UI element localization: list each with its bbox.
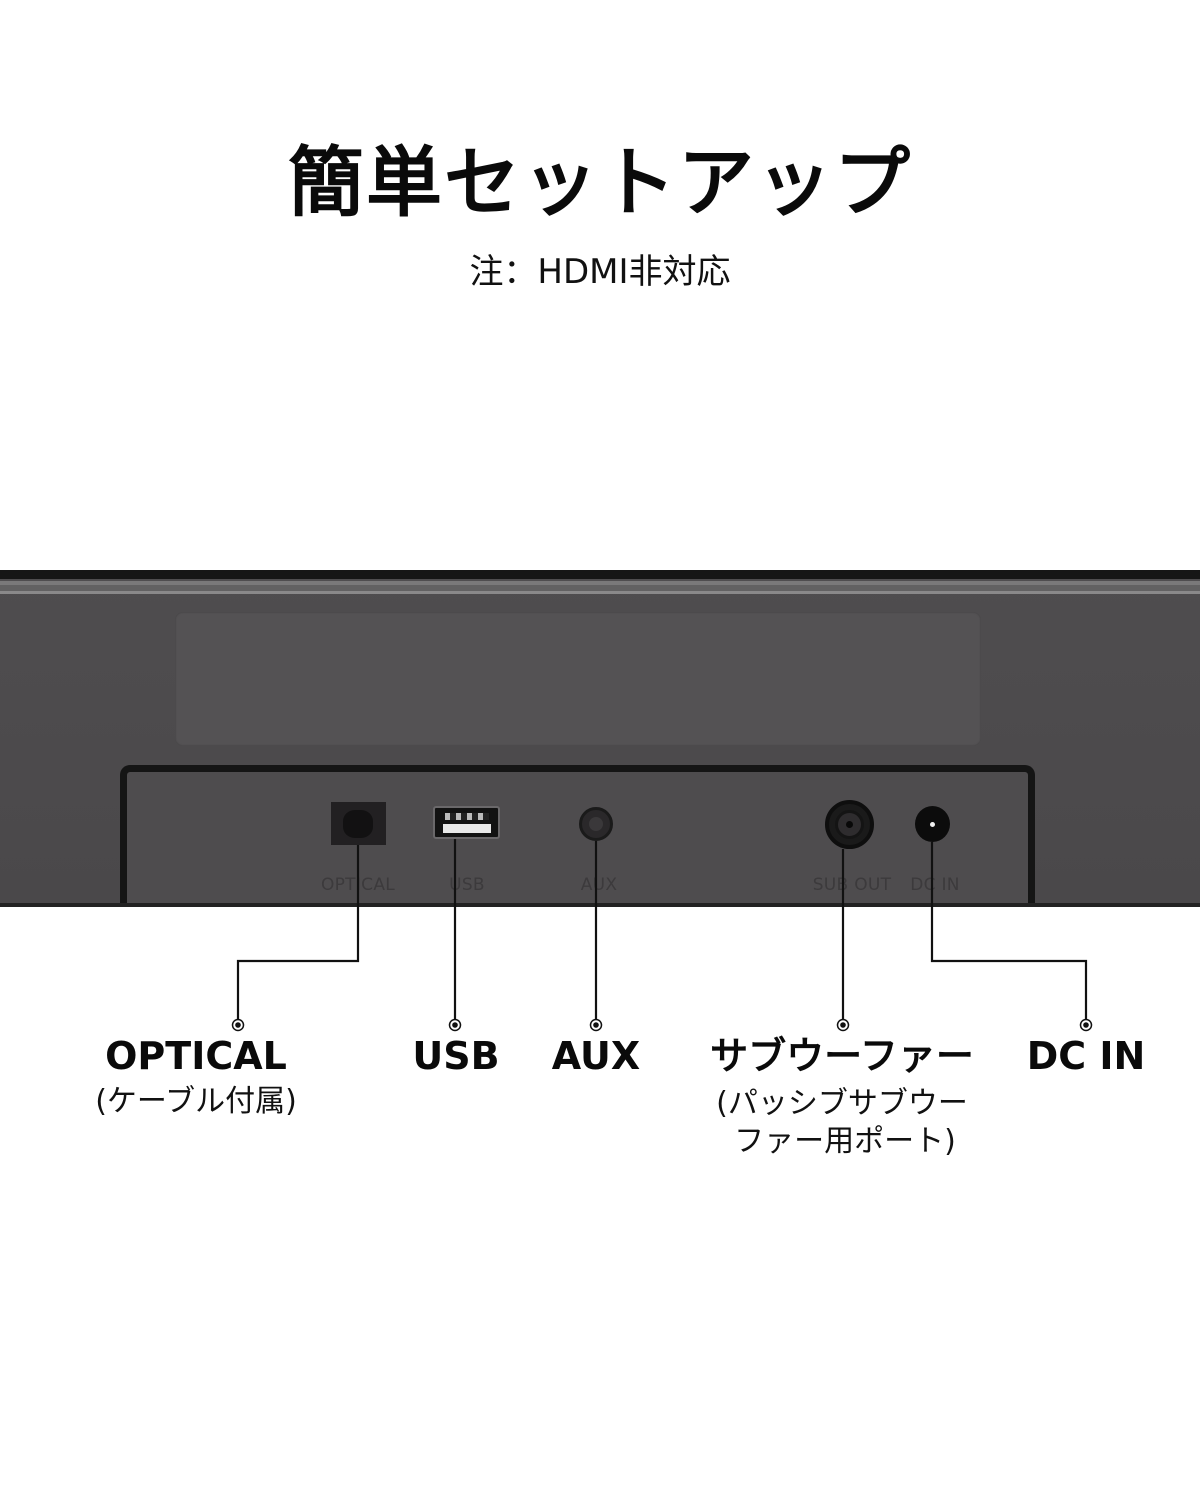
marker-usb-icon <box>448 1018 462 1032</box>
page-title: 簡単セットアップ <box>288 138 912 227</box>
callout-sublabel-subwoofer-line2: ファー用ポート) <box>734 1124 956 1159</box>
port-recess <box>120 765 1035 907</box>
usb-port-icon <box>433 806 500 839</box>
soundbar-bevel <box>0 581 1200 585</box>
port-print-sub-out: SUB OUT <box>812 875 892 895</box>
aux-port-icon <box>579 807 613 841</box>
marker-subwoofer-icon <box>836 1018 850 1032</box>
callout-label-aux: AUX <box>551 1034 641 1078</box>
optical-port-icon <box>331 802 386 845</box>
sub-out-port-icon <box>825 800 874 849</box>
soundbar-band <box>0 585 1200 591</box>
marker-aux-icon <box>589 1018 603 1032</box>
callout-line-dc-in <box>930 842 1088 1020</box>
port-print-usb: USB <box>449 875 485 895</box>
callout-sublabel-subwoofer-line1: (パッシブサブウー <box>716 1086 968 1121</box>
callout-label-dc-in: DC IN <box>1026 1034 1146 1078</box>
marker-optical-icon <box>231 1018 245 1032</box>
dc-in-port-icon <box>915 806 950 842</box>
callout-sublabel-optical: (ケーブル付属) <box>95 1084 297 1119</box>
soundbar-label-panel <box>175 612 981 746</box>
soundbar-bevel <box>0 591 1200 594</box>
callout-label-subwoofer: サブウーファー <box>710 1034 974 1078</box>
soundbar-bottom-edge <box>0 903 1200 907</box>
marker-dc-in-icon <box>1079 1018 1093 1032</box>
callout-label-optical: OPTICAL <box>105 1034 287 1078</box>
callout-label-usb: USB <box>412 1034 500 1078</box>
soundbar-top-edge <box>0 570 1200 579</box>
callout-markers <box>231 1018 1093 1032</box>
callout-line-optical <box>236 845 360 1020</box>
hdmi-note: 注：HDMI非対応 <box>469 252 731 292</box>
port-print-dc-in: DC IN <box>910 875 960 895</box>
soundbar-rear-panel <box>0 570 1200 907</box>
port-print-aux: AUX <box>580 875 618 895</box>
